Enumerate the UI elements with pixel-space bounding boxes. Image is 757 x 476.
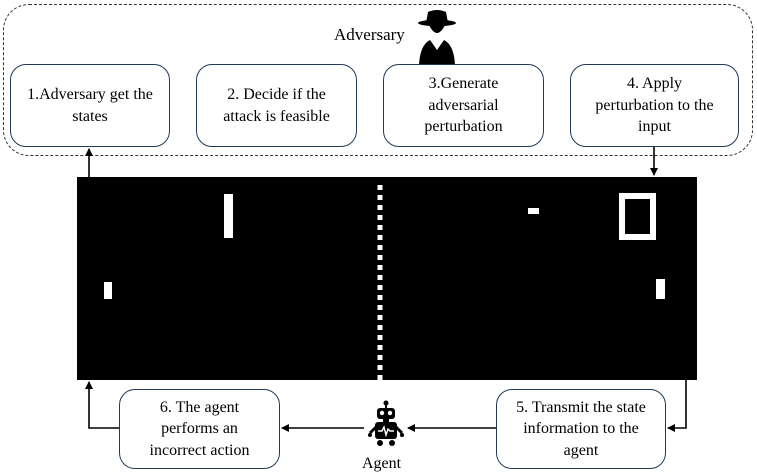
arrow-step6-to-game — [85, 381, 119, 429]
right-paddle — [656, 279, 665, 299]
left-paddle — [104, 282, 112, 299]
left-score-digit — [224, 194, 233, 238]
arrow-game-to-step5 — [667, 380, 687, 432]
agent-label: Agent — [362, 455, 402, 472]
adversary-region — [3, 4, 753, 156]
ball — [528, 208, 539, 214]
pong-screen — [104, 185, 665, 380]
adversary-title: Adversary — [334, 25, 405, 44]
pong-game-frame — [77, 177, 697, 380]
right-score-digit — [619, 193, 656, 240]
